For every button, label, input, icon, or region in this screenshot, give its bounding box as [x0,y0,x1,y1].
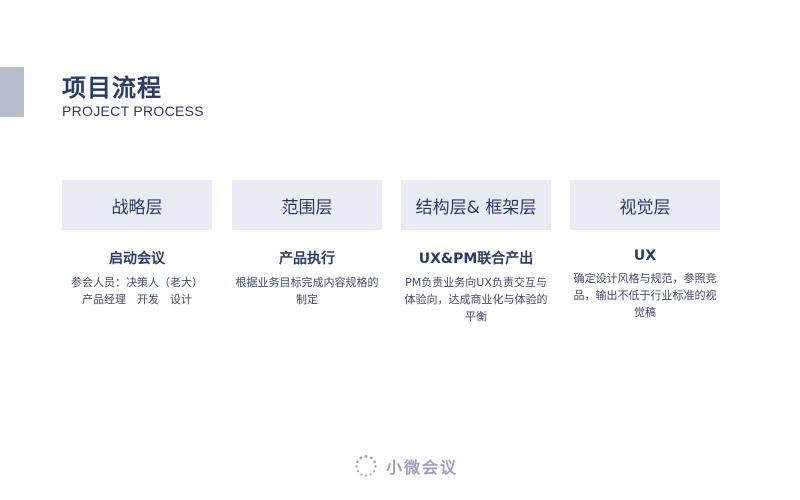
stage-box-label: 战略层 [111,197,163,218]
stage-box: 范围层 [232,180,382,230]
stage-desc: PM负责业务向UX负责交互与体验向，达成商业化与体验的平衡 [404,276,548,323]
stage-box-label: 范围层 [281,197,333,218]
stage-desc: 确定设计风格与规范，参照竞品，输出不低于行业标准的视觉稿 [573,272,717,319]
page-subtitle: PROJECT PROCESS [62,103,204,119]
stage-box: 视觉层 [570,180,720,230]
stage-name: 产品执行 [279,251,335,267]
stage-visual: 视觉层 UX 确定设计风格与规范，参照竞品，输出不低于行业标准的视觉稿 [570,180,720,321]
stage-strategy: 战略层 启动会议 参会人员：决策人（老大） 产品经理 开发 设计 [62,180,212,308]
process-stages: 战略层 启动会议 参会人员：决策人（老大） 产品经理 开发 设计 范围层 产品执… [62,180,722,340]
stage-name: UX [633,248,657,264]
stage-name: 启动会议 [109,251,165,267]
stage-box: 战略层 [62,180,212,230]
stage-scope: 范围层 产品执行 根据业务目标完成内容规格的制定 [232,180,382,308]
footer-brand-text: 小微会议 [386,458,459,477]
stage-desc: 参会人员：决策人（老大） 产品经理 开发 设计 [71,276,203,306]
dotted-circle-logo-icon [355,455,377,477]
stage-box-label: 结构层& 框架层 [415,197,537,218]
stage-structure: 结构层& 框架层 UX&PM联合产出 PM负责业务向UX负责交互与体验向，达成商… [401,180,551,325]
footer-brand: 小微会议 [354,454,458,478]
stage-box-label: 视觉层 [619,197,671,218]
stage-desc: 根据业务目标完成内容规格的制定 [235,276,379,306]
page-title: 项目流程 [62,74,162,102]
stage-name: UX&PM联合产出 [418,251,534,267]
accent-bar [0,67,24,117]
stage-box: 结构层& 框架层 [401,180,551,230]
